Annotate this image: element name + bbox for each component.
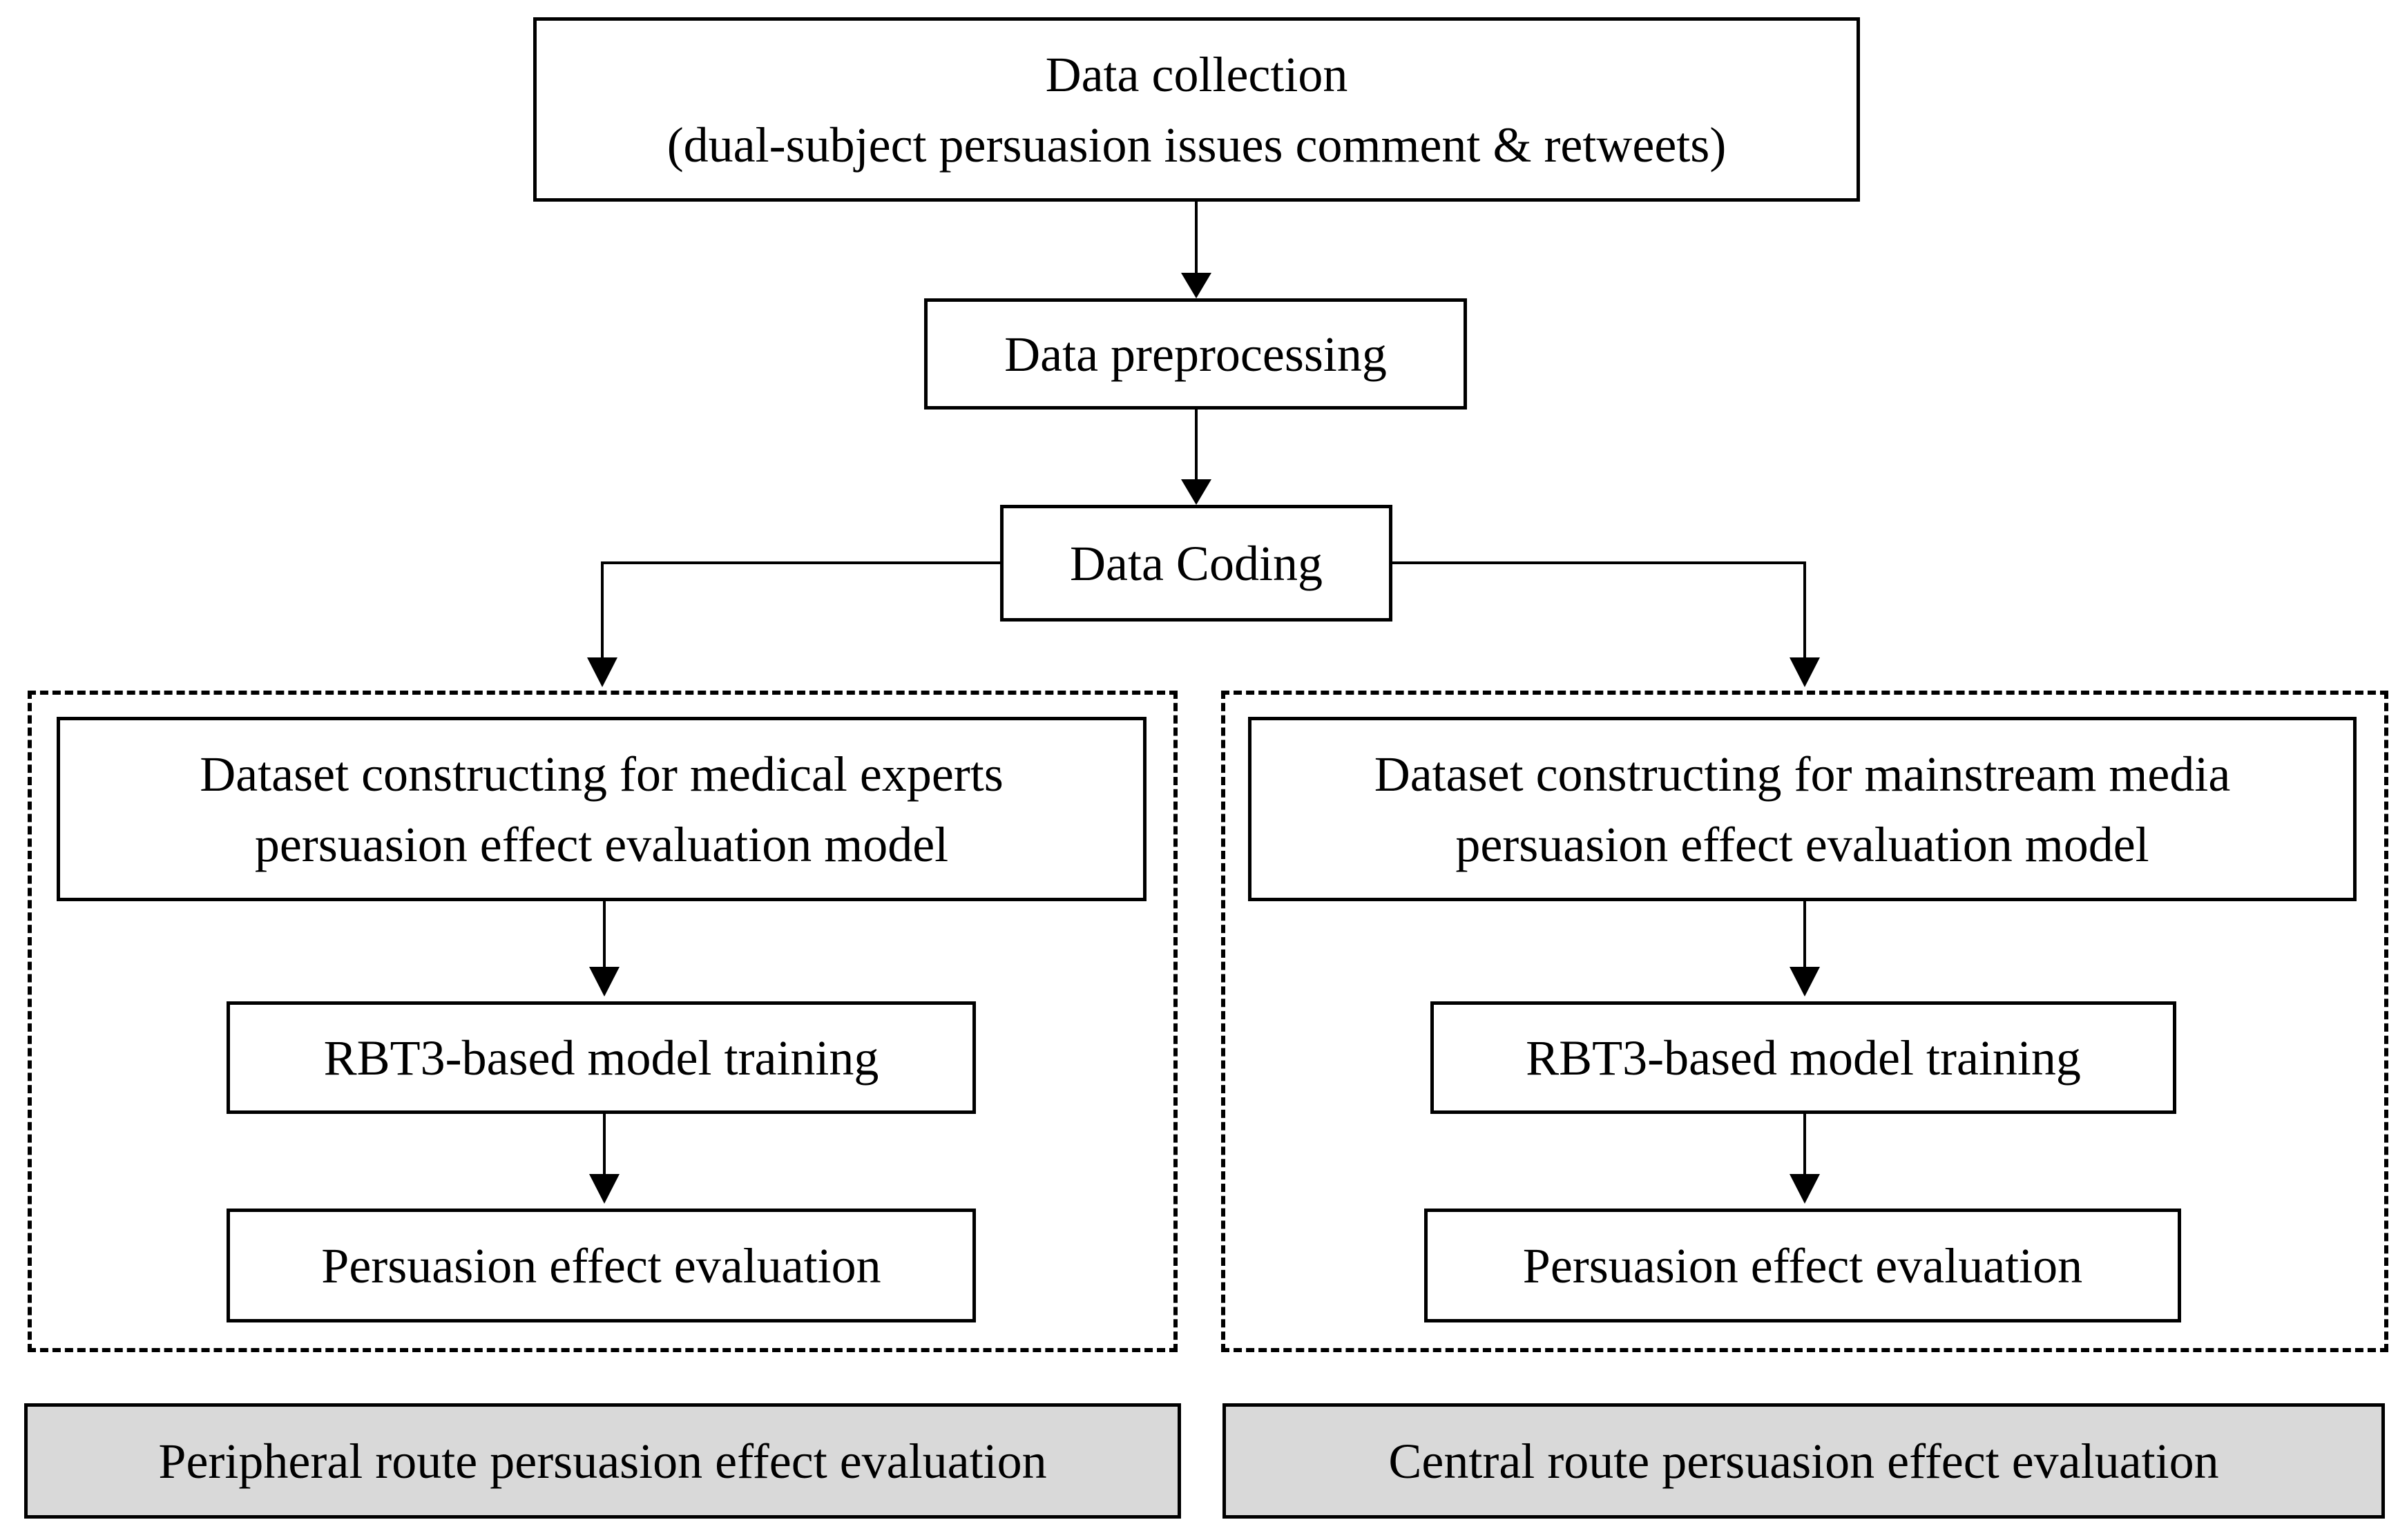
left-dataset-box: Dataset constructing for medical experts… [57, 717, 1147, 901]
data-collection-subtitle: (dual-subject persuasion issues comment … [666, 117, 1727, 173]
data-collection-title: Data collection [1045, 46, 1348, 102]
arrowhead-right-training-to-evaluation [1790, 1174, 1820, 1204]
right-evaluation-box: Persuasion effect evaluation [1424, 1209, 2181, 1322]
data-collection-box: Data collection (dual-subject persuasion… [533, 17, 1860, 202]
right-dataset-line2: persuasion effect evaluation model [1455, 816, 2149, 872]
left-dataset-line1: Dataset constructing for medical experts [200, 746, 1004, 802]
right-training-label: RBT3-based model training [1526, 1030, 2081, 1086]
left-training-label: RBT3-based model training [323, 1030, 879, 1086]
right-dataset-box: Dataset constructing for mainstream medi… [1248, 717, 2357, 901]
left-dataset-line2: persuasion effect evaluation model [254, 816, 949, 872]
left-branch-group [28, 691, 1178, 1352]
peripheral-route-label: Peripheral route persuasion effect evalu… [158, 1433, 1047, 1489]
arrowhead-left-dataset-to-training [589, 967, 620, 997]
data-preprocessing-label: Data preprocessing [1004, 326, 1387, 382]
left-evaluation-label: Persuasion effect evaluation [321, 1238, 881, 1293]
left-evaluation-box: Persuasion effect evaluation [227, 1209, 976, 1322]
right-branch-group [1221, 691, 2388, 1352]
arrowhead-collection-to-preprocessing [1181, 273, 1211, 298]
data-coding-label: Data Coding [1070, 535, 1323, 591]
arrowhead-coding-to-left [587, 657, 617, 687]
right-dataset-line1: Dataset constructing for mainstream medi… [1374, 746, 2231, 802]
arrowhead-preprocessing-to-coding [1181, 479, 1211, 505]
central-route-label: Central route persuasion effect evaluati… [1388, 1433, 2219, 1489]
data-coding-box: Data Coding [1000, 505, 1392, 622]
left-training-box: RBT3-based model training [227, 1001, 976, 1114]
arrowhead-coding-to-right [1790, 657, 1820, 687]
peripheral-route-label-box: Peripheral route persuasion effect evalu… [24, 1403, 1181, 1519]
arrowhead-right-dataset-to-training [1790, 967, 1820, 997]
central-route-label-box: Central route persuasion effect evaluati… [1222, 1403, 2385, 1519]
arrowhead-left-training-to-evaluation [589, 1174, 620, 1204]
right-training-box: RBT3-based model training [1430, 1001, 2176, 1114]
arrow-coding-to-left [601, 561, 1001, 660]
arrow-coding-to-right [1391, 561, 1806, 660]
right-evaluation-label: Persuasion effect evaluation [1522, 1238, 2083, 1293]
data-preprocessing-box: Data preprocessing [924, 298, 1467, 410]
